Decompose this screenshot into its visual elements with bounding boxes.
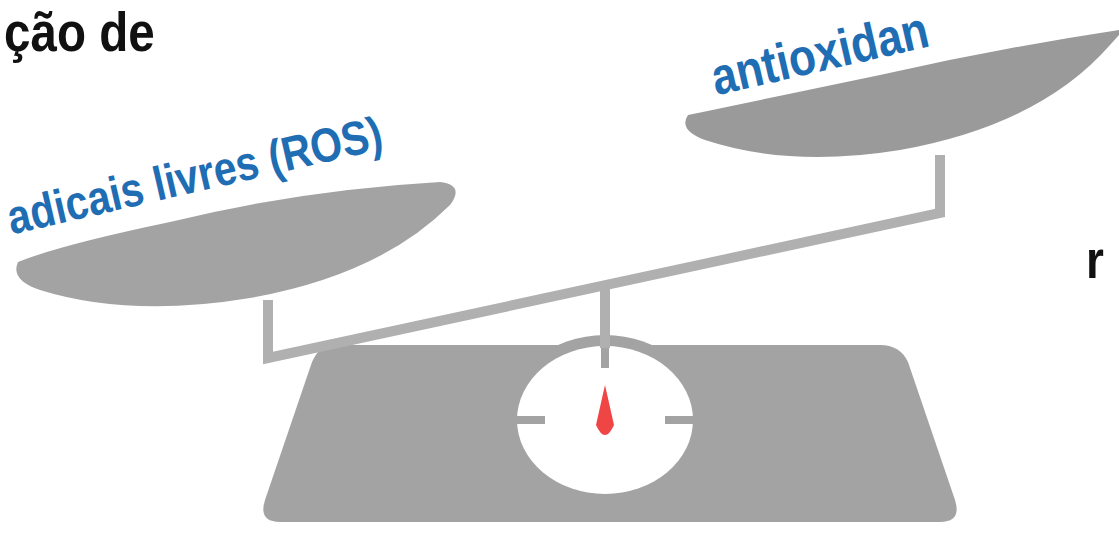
dial-tick (601, 346, 609, 368)
dial-needle (596, 385, 614, 435)
dial-tick (517, 416, 545, 424)
center-post (600, 285, 610, 348)
dial-tick (665, 416, 693, 424)
text-fragment: r (1086, 232, 1104, 286)
dial-face (517, 346, 693, 494)
dial-ring (505, 335, 705, 505)
slide-title-fragment: ção de (4, 4, 155, 60)
